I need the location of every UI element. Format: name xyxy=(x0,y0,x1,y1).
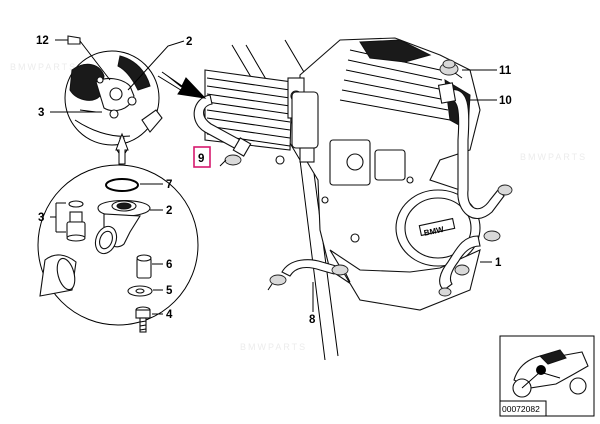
up-arrow-icon xyxy=(115,132,129,165)
o-ring xyxy=(105,178,139,192)
pointer-arrow-icon xyxy=(161,71,207,99)
callout-12: 12 xyxy=(36,35,49,47)
watermark: BMWPARTS xyxy=(240,342,307,352)
callout-3-top: 3 xyxy=(38,107,44,119)
detail-exploded xyxy=(37,164,199,333)
callout-9: 9 xyxy=(198,153,204,165)
diagram-code: 00072082 xyxy=(502,404,540,414)
callout-labels: 12 2 3 7 2 3 6 5 4 11 10 1 8 9 xyxy=(36,35,512,326)
hose-clamp-11 xyxy=(439,59,463,79)
highlight-box xyxy=(193,146,211,168)
brand-mark: BMW xyxy=(423,225,445,238)
watermark: BMWPARTS xyxy=(10,62,77,72)
hose-8 xyxy=(267,259,351,291)
callout-5: 5 xyxy=(166,285,173,297)
callout-6: 6 xyxy=(166,259,172,271)
screw-12 xyxy=(67,35,81,45)
engine-assembly: BMW xyxy=(204,37,481,361)
detail-top xyxy=(64,50,163,146)
pointer-line xyxy=(157,75,185,93)
callout-3-detail: 3 xyxy=(38,212,44,224)
hose-10 xyxy=(437,82,505,219)
callout-2-detail: 2 xyxy=(166,205,172,217)
callout-11: 11 xyxy=(499,65,512,77)
leader-lines xyxy=(50,35,497,315)
location-marker-icon xyxy=(536,365,546,375)
callout-2-top: 2 xyxy=(186,36,192,48)
callout-10: 10 xyxy=(499,95,512,107)
hose-1 xyxy=(438,235,481,297)
watermark: BMWPARTS xyxy=(520,152,587,162)
callout-1: 1 xyxy=(495,257,502,269)
hose-clamp xyxy=(483,184,513,242)
watermark-layer: BMWPARTS BMWPARTS BMWPARTS xyxy=(10,62,587,352)
hose-clamp xyxy=(219,154,242,167)
callout-7: 7 xyxy=(166,179,172,191)
callout-4: 4 xyxy=(166,309,173,321)
cylinder-fins xyxy=(339,49,451,121)
hose-9 xyxy=(193,94,252,157)
thumbnail: 00072082 xyxy=(499,335,595,417)
callout-8: 8 xyxy=(309,314,316,326)
